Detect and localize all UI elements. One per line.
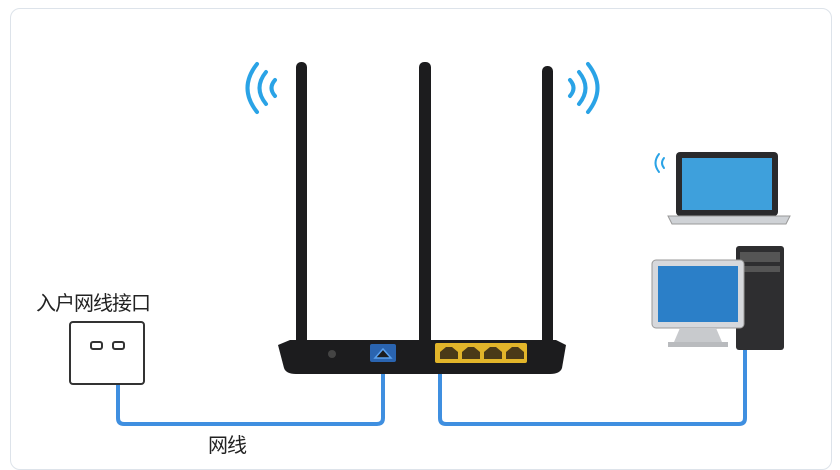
cable-label: 网线 — [208, 433, 247, 457]
wall-socket-icon — [69, 321, 145, 385]
wifi-icon — [654, 153, 665, 173]
desktop-computer-icon — [651, 246, 784, 350]
router-icon — [278, 62, 566, 374]
wifi-icon — [245, 62, 277, 114]
network-diagram — [69, 62, 791, 426]
cable-wan — [116, 346, 385, 426]
laptop-icon — [667, 152, 791, 225]
wall-port-label: 入户网线接口 — [36, 291, 151, 315]
cable-lan — [438, 348, 747, 426]
wifi-icon — [568, 62, 600, 114]
